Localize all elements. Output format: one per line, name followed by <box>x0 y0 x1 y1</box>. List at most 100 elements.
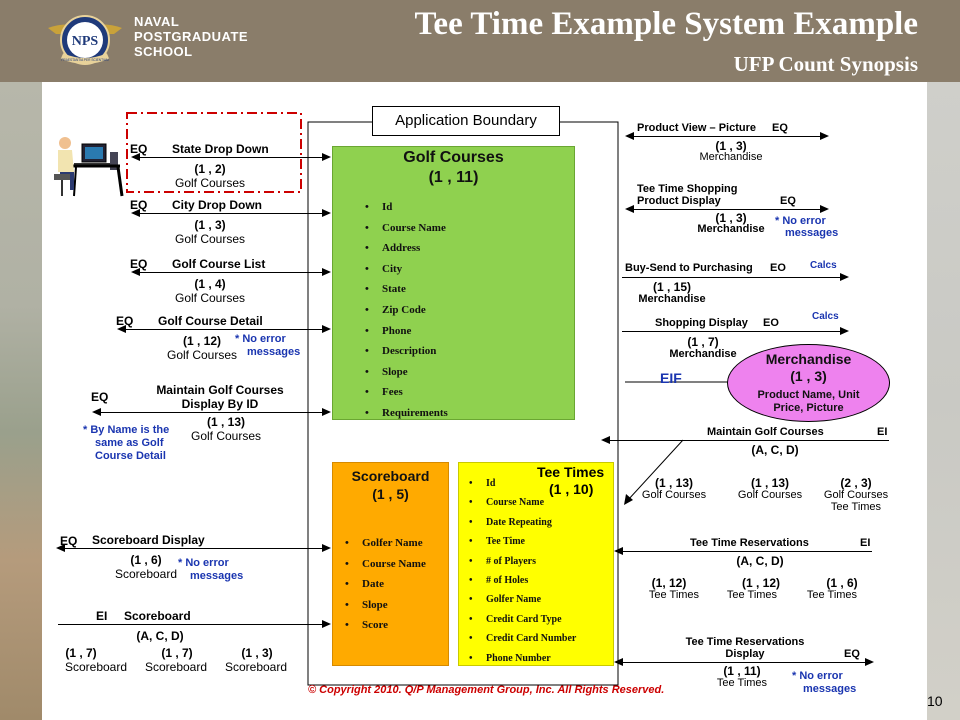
maintain-gc-type: EI <box>877 426 888 438</box>
diagonal-arrow-head <box>624 494 633 505</box>
attribute-item: Slope <box>345 595 426 616</box>
eif-label: EIF <box>660 370 682 386</box>
maintain-display-count: (1 , 13) <box>206 415 245 429</box>
scoreboard-display-name: Scoreboard Display <box>92 533 205 547</box>
tt-reservations-count: (1 , 12) <box>741 576 780 590</box>
attribute-item: Tee Time <box>469 532 576 552</box>
attribute-item: City <box>365 259 448 280</box>
shopping-display-calcs: Calcs <box>812 311 839 322</box>
attribute-item: Zip Code <box>365 300 448 321</box>
tt-reservations-ftr: Tee Times <box>726 589 778 601</box>
shopping-display-ftr: Merchandise <box>669 348 737 360</box>
attribute-item: Id <box>469 474 576 494</box>
scoreboard-display-count: (1 , 6) <box>130 553 162 567</box>
scoreboard-ei-count: (1 , 3) <box>241 646 273 660</box>
tt-shopping-count: (1 , 3) <box>715 211 747 225</box>
attribute-item: Date Repeating <box>469 513 576 533</box>
course-list-ftr: Golf Courses <box>174 291 246 305</box>
scoreboard-title: Scoreboard <box>351 468 430 484</box>
nps-motto-text: PRAESTANTIA PER SCIENTIAM <box>61 58 109 62</box>
tt-shopping-type: EQ <box>780 195 796 207</box>
maintain-display-note: Course Detail <box>95 450 166 462</box>
attribute-item: Fees <box>365 382 448 403</box>
course-list-type: EQ <box>130 257 148 271</box>
city-drop-ftr: Golf Courses <box>174 232 246 246</box>
merchandise-desc: Product Name, Unit <box>757 389 860 401</box>
maintain-gc-actions: (A, C, D) <box>751 443 799 457</box>
attribute-item: Course Name <box>365 218 448 239</box>
tt-res-display-ftr: Tee Times <box>716 677 768 689</box>
attribute-item: Date <box>345 574 426 595</box>
maintain-display-note: * By Name is the <box>83 424 170 436</box>
merchandise-eif: Merchandise (1 , 3) Product Name, Unit P… <box>727 344 890 422</box>
golf-courses-ilf: Golf Courses (1 , 11) Id Course Name Add… <box>332 146 575 423</box>
course-detail-name: Golf Course Detail <box>158 314 263 328</box>
shopping-display-type: EO <box>763 317 779 329</box>
slide-header: NPS PRAESTANTIA PER SCIENTIAM NAVAL POST… <box>0 0 960 82</box>
city-drop-count: (1 , 3) <box>194 218 226 232</box>
scoreboard-ei-ftr: Scoreboard <box>144 660 208 674</box>
tt-res-display-arrow <box>614 658 874 666</box>
scoreboard-ei-arrow <box>58 620 331 628</box>
scoreboard-ei-count: (1 , 7) <box>161 646 193 660</box>
page-number: 10 <box>927 693 943 709</box>
golf-courses-attributes: Id Course Name Address City State Zip Co… <box>365 197 448 424</box>
scoreboard-ei-type: EI <box>96 609 108 623</box>
tt-shopping-name: Tee Time Shopping <box>637 183 738 195</box>
tee-times-attributes: Id Course Name Date Repeating Tee Time #… <box>469 474 576 668</box>
tt-shopping-arrow <box>625 205 829 213</box>
tt-shopping-note: * No error <box>775 215 826 227</box>
state-drop-ftr: Golf Courses <box>174 176 246 190</box>
attribute-item: # of Players <box>469 552 576 572</box>
tt-shopping-ftr: Merchandise <box>697 223 765 235</box>
state-drop-count: (1 , 2) <box>194 162 226 176</box>
golf-courses-count: (1 , 11) <box>428 169 479 186</box>
scoreboard-attributes: Golfer Name Course Name Date Slope Score <box>345 533 426 636</box>
state-drop-arrow <box>131 153 331 161</box>
highlight-dashed-box <box>126 112 302 193</box>
scoreboard-display-note: * No error <box>178 557 229 569</box>
tt-reservations-actions: (A, C, D) <box>736 554 784 568</box>
product-view-type: EQ <box>772 122 788 134</box>
attribute-item: Slope <box>365 362 448 383</box>
tt-reservations-type: EI <box>860 537 871 549</box>
attribute-item: Id <box>365 197 448 218</box>
course-list-count: (1 , 4) <box>194 277 226 291</box>
attribute-item: Credit Card Number <box>469 629 576 649</box>
maintain-gc-arrow <box>601 436 889 444</box>
buy-send-type: EO <box>770 262 786 274</box>
school-name-line: SCHOOL <box>134 44 193 59</box>
school-name-line: NAVAL <box>134 14 180 29</box>
attribute-item: # of Holes <box>469 571 576 591</box>
application-boundary-label: Application Boundary <box>372 106 560 136</box>
tt-res-display-note: * No error <box>792 670 843 682</box>
attribute-item: Requirements <box>365 403 448 424</box>
tt-res-display-count: (1 , 11) <box>723 664 761 678</box>
buy-send-arrow <box>622 273 849 281</box>
attribute-item: Golfer Name <box>469 590 576 610</box>
school-name-line: POSTGRADUATE <box>134 29 249 44</box>
maintain-gc-count: (1 , 13) <box>750 476 789 490</box>
maintain-display-ftr: Golf Courses <box>190 429 262 443</box>
attribute-item: Phone Number <box>469 649 576 669</box>
user-computer-icon <box>52 134 126 202</box>
shopping-display-name: Shopping Display <box>655 317 748 329</box>
city-drop-type: EQ <box>130 198 148 212</box>
attribute-item: Score <box>345 615 426 636</box>
tt-reservations-ftr: Tee Times <box>806 589 858 601</box>
course-detail-note: messages <box>247 346 301 358</box>
nps-badge-text: NPS <box>72 34 99 49</box>
product-view-count: (1 , 3) <box>715 139 747 153</box>
maintain-gc-ftr: Golf Courses <box>641 489 707 501</box>
product-view-ftr: Merchandise <box>699 151 763 163</box>
scoreboard-ei-actions: (A, C, D) <box>136 629 184 643</box>
attribute-item: Golfer Name <box>345 533 426 554</box>
state-drop-name: State Drop Down <box>172 142 269 156</box>
slide-title: Tee Time Example System Example <box>414 6 918 42</box>
scoreboard-ei-ftr: Scoreboard <box>224 660 288 674</box>
course-detail-note: * No error <box>235 333 286 345</box>
tt-reservations-arrow <box>614 547 872 555</box>
maintain-gc-ftr: Tee Times <box>830 501 882 513</box>
buy-send-calcs: Calcs <box>810 260 837 271</box>
diagonal-arrow-line <box>627 439 684 501</box>
